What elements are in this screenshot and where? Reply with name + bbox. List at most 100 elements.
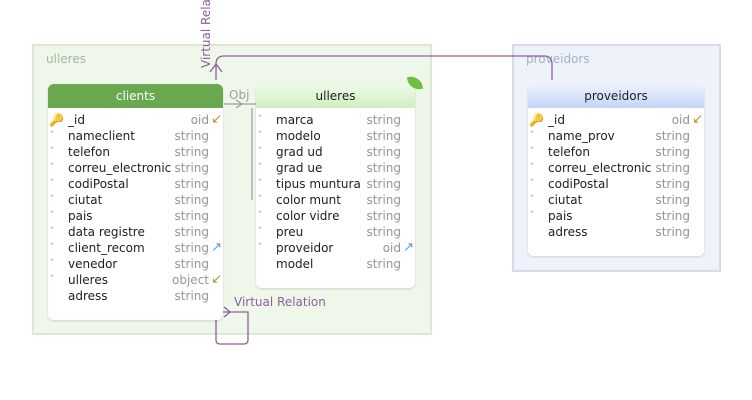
field-type: oid bbox=[671, 113, 690, 127]
field-type: string bbox=[366, 113, 401, 127]
field-marker-icon: " bbox=[258, 194, 263, 204]
field-name: tipus muntura bbox=[276, 177, 361, 191]
field-type: string bbox=[174, 225, 209, 239]
field-type: string bbox=[655, 193, 690, 207]
field-name: telefon bbox=[548, 145, 590, 159]
field-type: string bbox=[174, 129, 209, 143]
field-name: codiPostal bbox=[548, 177, 609, 191]
field-marker-icon: " bbox=[258, 114, 263, 124]
field-row[interactable]: " codiPostal string bbox=[48, 176, 223, 192]
field-name: marca bbox=[276, 113, 314, 127]
arrow-ref-icon[interactable]: ↙ bbox=[211, 272, 222, 287]
relation-line-self bbox=[215, 311, 249, 345]
field-marker-icon: " bbox=[530, 178, 535, 188]
relation-label-obj[interactable]: Obj bbox=[229, 88, 250, 102]
field-marker-icon: " bbox=[258, 162, 263, 172]
field-name: _id bbox=[68, 113, 85, 127]
arrow-ref-icon[interactable]: ↙ bbox=[692, 112, 703, 127]
field-name: color vidre bbox=[276, 209, 340, 223]
field-marker-icon: " bbox=[530, 146, 535, 156]
field-marker-icon: " bbox=[530, 162, 535, 172]
relation-label-top[interactable]: Virtual Relation bbox=[199, 0, 213, 68]
arrow-ref-icon[interactable]: ↙ bbox=[211, 112, 222, 127]
field-name: modelo bbox=[276, 129, 321, 143]
relation-label-bottom[interactable]: Virtual Relation bbox=[234, 295, 326, 309]
group-label: ulleres bbox=[46, 52, 86, 66]
field-row[interactable]: " marca string bbox=[256, 112, 415, 128]
field-name: adress bbox=[68, 289, 108, 303]
field-marker-icon: " bbox=[258, 178, 263, 188]
field-marker-icon: " bbox=[258, 130, 263, 140]
table-title[interactable]: proveidors bbox=[528, 84, 704, 108]
field-name: correu_electronic bbox=[68, 161, 172, 175]
field-type: string bbox=[655, 209, 690, 223]
relation-line-proveidor bbox=[215, 55, 553, 80]
field-marker-icon: " bbox=[50, 178, 55, 188]
field-marker-icon: " bbox=[258, 146, 263, 156]
key-icon: 🔑 bbox=[49, 113, 64, 127]
field-type: string bbox=[655, 161, 690, 175]
field-marker-icon: " bbox=[50, 162, 55, 172]
field-type: string bbox=[655, 145, 690, 159]
field-name: color munt bbox=[276, 193, 341, 207]
field-marker-icon: " bbox=[50, 274, 55, 284]
field-type: string bbox=[174, 289, 209, 303]
arrow-out-icon[interactable]: ↗ bbox=[403, 240, 414, 255]
table-title[interactable]: clients bbox=[48, 84, 223, 108]
field-name: correu_electronic bbox=[548, 161, 652, 175]
field-marker-icon: " bbox=[50, 258, 55, 268]
field-name: adress bbox=[548, 225, 588, 239]
field-row[interactable]: adress string bbox=[528, 224, 704, 240]
field-marker-icon: " bbox=[530, 210, 535, 220]
field-type: string bbox=[655, 225, 690, 239]
field-type: string bbox=[174, 241, 209, 255]
field-row[interactable]: " telefon string bbox=[528, 144, 704, 160]
field-row[interactable]: " ulleres object↙ bbox=[48, 272, 223, 288]
field-marker-icon: " bbox=[50, 242, 55, 252]
field-row[interactable]: adress string bbox=[48, 288, 223, 304]
relation-arrow bbox=[223, 306, 232, 318]
arrow-out-icon[interactable]: ↗ bbox=[211, 240, 222, 255]
field-name: ulleres bbox=[68, 273, 108, 287]
field-marker-icon: " bbox=[50, 226, 55, 236]
field-type: string bbox=[174, 161, 209, 175]
table-title[interactable]: ulleres bbox=[256, 84, 415, 108]
field-type: string bbox=[655, 129, 690, 143]
field-type: oid bbox=[382, 241, 401, 255]
field-name: grad ue bbox=[276, 161, 323, 175]
field-name: pais bbox=[68, 209, 93, 223]
field-name: codiPostal bbox=[68, 177, 129, 191]
field-type: string bbox=[174, 177, 209, 191]
field-marker-icon: " bbox=[258, 210, 263, 220]
field-type: object bbox=[172, 273, 209, 287]
